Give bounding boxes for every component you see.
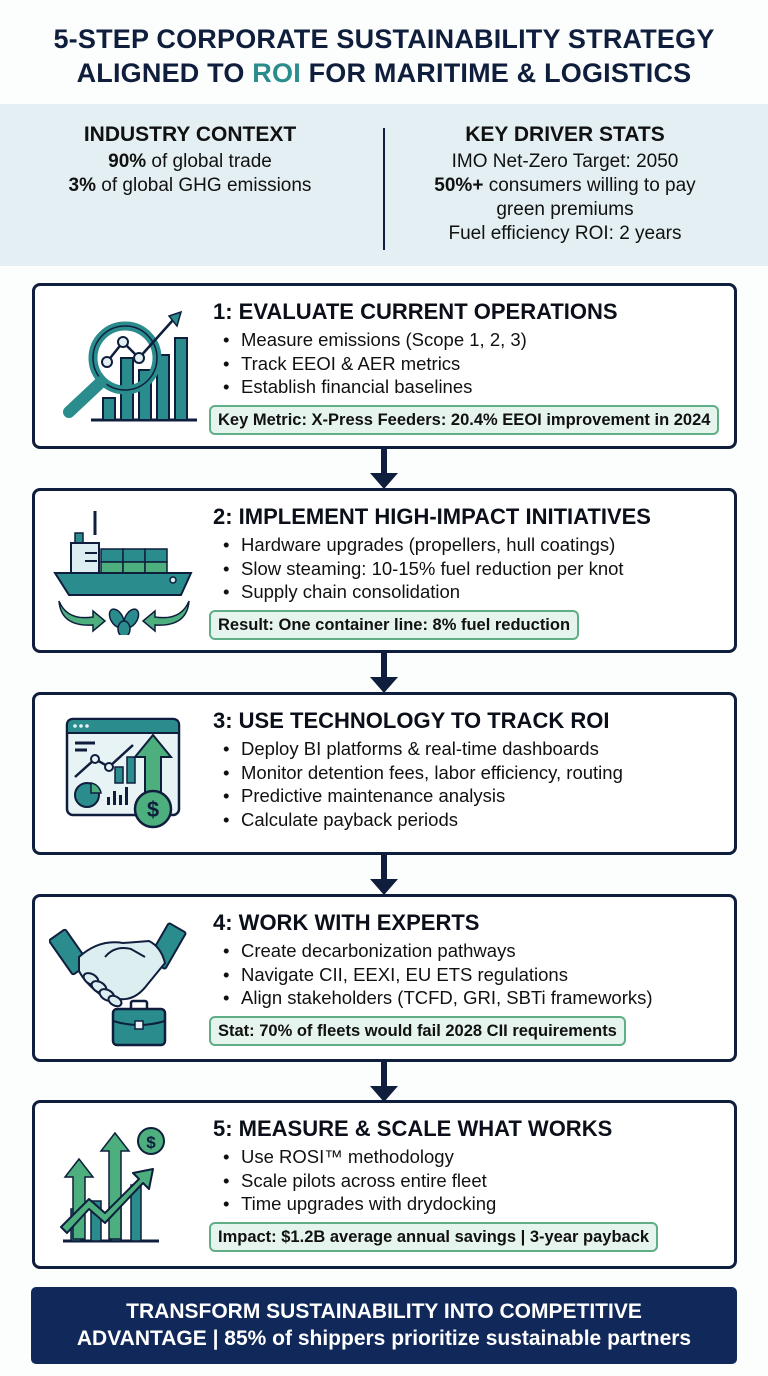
step-3-bullets: Deploy BI platforms & real-time dashboar… <box>213 737 726 831</box>
key-driver-stats: KEY DRIVER STATS IMO Net-Zero Target: 20… <box>400 122 730 246</box>
growth-arrows-icon: $ <box>49 1119 199 1249</box>
svg-text:$: $ <box>146 1133 156 1152</box>
step-4-card: 4: WORK WITH EXPERTS Create decarbonizat… <box>32 894 737 1062</box>
key-driver-heading: KEY DRIVER STATS <box>465 123 665 146</box>
stat-label: of global GHG emissions <box>96 175 312 196</box>
step-4-title: 4: WORK WITH EXPERTS <box>213 910 480 935</box>
handshake-briefcase-icon <box>48 911 199 1047</box>
bullet-item: Navigate CII, EEXI, EU ETS regulations <box>213 963 726 987</box>
container-ship-icon <box>49 505 199 638</box>
flow-arrow-down-icon <box>370 449 398 489</box>
bullet-item: Supply chain consolidation <box>213 580 726 604</box>
flow-arrow-down-icon <box>370 1062 398 1102</box>
stat-value: 3% <box>68 175 97 196</box>
title-roi-accent: ROI <box>252 58 301 88</box>
title-line-2: ALIGNED TO ROI FOR MARITIME & LOGISTICS <box>0 56 768 90</box>
step-4-body: 4: WORK WITH EXPERTS Create decarbonizat… <box>209 909 726 1046</box>
context-band: INDUSTRY CONTEXT 90% of global trade 3% … <box>0 104 768 266</box>
stat-label: of global trade <box>146 151 272 172</box>
driver-stat: IMO Net-Zero Target: 2050 <box>451 151 679 172</box>
step-1-card: 1: EVALUATE CURRENT OPERATIONS Measure e… <box>32 283 737 449</box>
magnifier-chart-icon <box>49 300 199 430</box>
step-2-title: 2: IMPLEMENT HIGH-IMPACT INITIATIVES <box>213 504 651 529</box>
step-5-card: $ 5: MEASURE & SCALE WHAT WORKS Use ROSI… <box>32 1100 737 1269</box>
bullet-item: Time upgrades with drydocking <box>213 1192 726 1216</box>
dashboard-dollar-icon: $ <box>49 707 199 837</box>
step-2-bullets: Hardware upgrades (propellers, hull coat… <box>213 533 726 604</box>
industry-context-heading: INDUSTRY CONTEXT <box>83 123 297 146</box>
bullet-item: Track EEOI & AER metrics <box>213 352 726 376</box>
driver-stat: 50%+ consumers willing to pay <box>400 174 730 198</box>
bullet-item: Predictive maintenance analysis <box>213 784 726 808</box>
step-3-body: 3: USE TECHNOLOGY TO TRACK ROI Deploy BI… <box>213 707 726 831</box>
footer-banner: TRANSFORM SUSTAINABILITY INTO COMPETITIV… <box>31 1287 737 1364</box>
step-1-bullets: Measure emissions (Scope 1, 2, 3) Track … <box>213 328 726 399</box>
title-line-2-post: FOR MARITIME & LOGISTICS <box>300 58 692 88</box>
step-1-body: 1: EVALUATE CURRENT OPERATIONS Measure e… <box>209 298 726 435</box>
bullet-item: Hardware upgrades (propellers, hull coat… <box>213 533 726 557</box>
context-divider <box>383 128 385 250</box>
industry-stat: 90% of global trade <box>40 150 340 174</box>
bullet-item: Use ROSI™ methodology <box>213 1145 726 1169</box>
bullet-item: Calculate payback periods <box>213 808 726 832</box>
bullet-item: Monitor detention fees, labor efficiency… <box>213 761 726 785</box>
step-3-title: 3: USE TECHNOLOGY TO TRACK ROI <box>213 708 610 733</box>
title-line-1: 5-STEP CORPORATE SUSTAINABILITY STRATEGY <box>53 24 715 54</box>
stat-label: consumers willing to pay <box>483 175 696 196</box>
flow-arrow-down-icon <box>370 855 398 895</box>
industry-stat: 3% of global GHG emissions <box>40 174 340 198</box>
step-5-bullets: Use ROSI™ methodology Scale pilots acros… <box>213 1145 726 1216</box>
industry-context: INDUSTRY CONTEXT 90% of global trade 3% … <box>40 122 340 198</box>
flow-arrow-down-icon <box>370 653 398 693</box>
page-title: 5-STEP CORPORATE SUSTAINABILITY STRATEGY… <box>0 22 768 90</box>
step-5-title: 5: MEASURE & SCALE WHAT WORKS <box>213 1116 613 1141</box>
footer-line-2: ADVANTAGE | 85% of shippers prioritize s… <box>76 1327 692 1350</box>
step-4-stat: Stat: 70% of fleets would fail 2028 CII … <box>209 1015 626 1046</box>
bullet-item: Slow steaming: 10-15% fuel reduction per… <box>213 557 726 581</box>
bullet-item: Create decarbonization pathways <box>213 939 726 963</box>
step-5-impact: Impact: $1.2B average annual savings | 3… <box>209 1221 659 1252</box>
driver-stat-cont: green premiums <box>496 199 634 220</box>
step-1-key-metric: Key Metric: X-Press Feeders: 20.4% EEOI … <box>209 404 720 435</box>
step-5-body: 5: MEASURE & SCALE WHAT WORKS Use ROSI™ … <box>209 1115 726 1252</box>
svg-text:$: $ <box>147 797 159 822</box>
step-1-title: 1: EVALUATE CURRENT OPERATIONS <box>213 299 618 324</box>
bullet-item: Deploy BI platforms & real-time dashboar… <box>213 737 726 761</box>
step-4-bullets: Create decarbonization pathways Navigate… <box>213 939 726 1010</box>
step-3-card: $ 3: USE TECHNOLOGY TO TRACK ROI Deploy … <box>32 692 737 855</box>
bullet-item: Establish financial baselines <box>213 375 726 399</box>
bullet-item: Align stakeholders (TCFD, GRI, SBTi fram… <box>213 986 726 1010</box>
driver-stat: Fuel efficiency ROI: 2 years <box>448 223 682 244</box>
title-line-2-pre: ALIGNED TO <box>76 58 253 88</box>
step-2-result: Result: One container line: 8% fuel redu… <box>209 609 580 640</box>
step-2-body: 2: IMPLEMENT HIGH-IMPACT INITIATIVES Har… <box>209 503 726 640</box>
bullet-item: Measure emissions (Scope 1, 2, 3) <box>213 328 726 352</box>
step-2-card: 2: IMPLEMENT HIGH-IMPACT INITIATIVES Har… <box>32 488 737 653</box>
bullet-item: Scale pilots across entire fleet <box>213 1169 726 1193</box>
footer-line-1: TRANSFORM SUSTAINABILITY INTO COMPETITIV… <box>126 1300 642 1323</box>
stat-value: 50%+ <box>434 175 484 196</box>
stat-value: 90% <box>108 151 147 172</box>
